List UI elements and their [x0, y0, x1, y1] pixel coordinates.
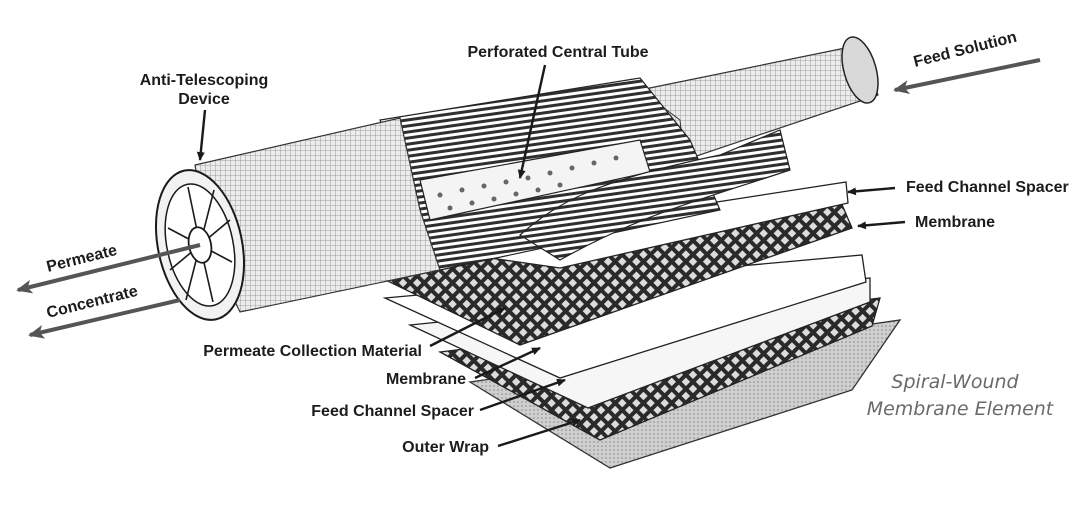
feed-channel-spacer-bottom-label: Feed Channel Spacer	[311, 403, 474, 420]
outer-wrap-label: Outer Wrap	[402, 439, 489, 456]
concentrate-arrow	[28, 298, 181, 339]
membrane-top-pointer	[857, 220, 906, 230]
permeate-label: Permeate	[45, 242, 119, 276]
perforated-tube-pointer	[517, 64, 547, 179]
feed-channel-spacer-bottom-pointer	[479, 378, 566, 412]
anti-telescoping-label-line1: Anti-Telescoping	[140, 72, 269, 89]
membrane-bottom-label: Membrane	[386, 371, 466, 388]
feed-solution-arrow	[893, 58, 1041, 95]
permeate-arrow	[16, 243, 201, 294]
caption-line1: Spiral-Wound	[891, 371, 1019, 393]
anti-telescoping-pointer	[196, 109, 207, 161]
feed-channel-spacer-top-pointer	[847, 186, 896, 196]
membrane-bottom-pointer	[474, 346, 541, 380]
anti-telescoping-label-line2: Device	[178, 91, 230, 108]
feed-solution-label: Feed Solution	[912, 29, 1019, 71]
perforated-tube-label: Perforated Central Tube	[467, 44, 648, 61]
permeate-collection-label: Permeate Collection Material	[203, 343, 422, 360]
concentrate-label: Concentrate	[45, 283, 140, 322]
feed-channel-spacer-top-label: Feed Channel Spacer	[906, 179, 1069, 196]
outer-wrap-pointer	[497, 418, 581, 448]
caption-line2: Membrane Element	[867, 398, 1055, 420]
membrane-cylinder	[154, 36, 879, 321]
membrane-top-label: Membrane	[915, 214, 995, 231]
permeate-collection-pointer	[429, 306, 506, 348]
